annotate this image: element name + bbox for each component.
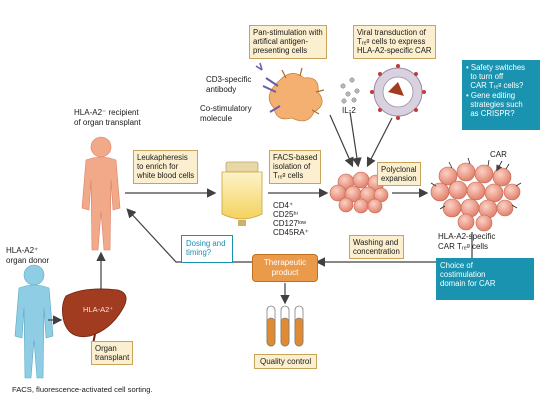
marker-list: CD4⁺ CD25ʰⁱ CD127ˡᵒʷ CD45RA⁺ xyxy=(273,201,309,237)
quality-control-box: Quality control xyxy=(254,354,318,369)
organ-transplant-box: Organ transplant xyxy=(91,341,134,366)
car-label: CAR xyxy=(490,150,507,159)
choice-callout: Choice of costimulation domain for CAR xyxy=(436,258,534,300)
car-treg-cell-cluster-icon xyxy=(430,162,521,232)
process-arrows xyxy=(48,111,473,325)
car-receptor-icons xyxy=(430,157,522,210)
washing-box: Washing and concentration xyxy=(349,235,404,260)
footnote: FACS, fluorescence-activated cell sortin… xyxy=(12,385,153,394)
il2-molecules-icon xyxy=(340,77,360,104)
il2-label: IL-2 xyxy=(342,106,356,115)
donor-figure-icon xyxy=(14,264,54,379)
test-tubes-icon xyxy=(266,305,304,347)
facs-box: FACS-based isolation of Tᵣₑᵍ cells xyxy=(269,150,322,184)
liver-icon xyxy=(62,288,127,345)
liver-label: HLA-A2⁺ xyxy=(83,305,114,314)
blood-bag-icon xyxy=(221,161,263,226)
costim-label: Co-stimulatory molecule xyxy=(200,104,252,123)
pan-stimulation-box: Pan-stimulation with artifical antigen- … xyxy=(249,25,327,59)
recipient-figure-icon xyxy=(81,136,121,251)
donor-label: HLA-A2⁺ organ donor xyxy=(6,246,50,265)
recipient-label: HLA-A2⁻ recipient of organ transplant xyxy=(74,108,141,127)
therapeutic-product-box: Therapeutic product xyxy=(252,254,318,282)
leukapheresis-box: Leukapheresis to enrich for white blood … xyxy=(133,150,199,184)
polyclonal-box: Polyclonal expansion xyxy=(377,162,421,187)
viral-transduction-box: Viral transduction of Tᵣₑᵍ cells to expr… xyxy=(353,25,436,59)
artificial-apc-icon xyxy=(255,62,325,122)
antibody-label: CD3-specific antibody xyxy=(206,75,252,94)
safety-callout: • Safety switches to turn off CAR Tᵣₑᵍ c… xyxy=(462,60,540,130)
car-cells-label: HLA-A2-specific CAR Tᵣₑᵍ cells xyxy=(438,232,496,251)
viral-vector-icon xyxy=(370,64,426,120)
dosing-callout: Dosing and timing? xyxy=(181,235,233,263)
